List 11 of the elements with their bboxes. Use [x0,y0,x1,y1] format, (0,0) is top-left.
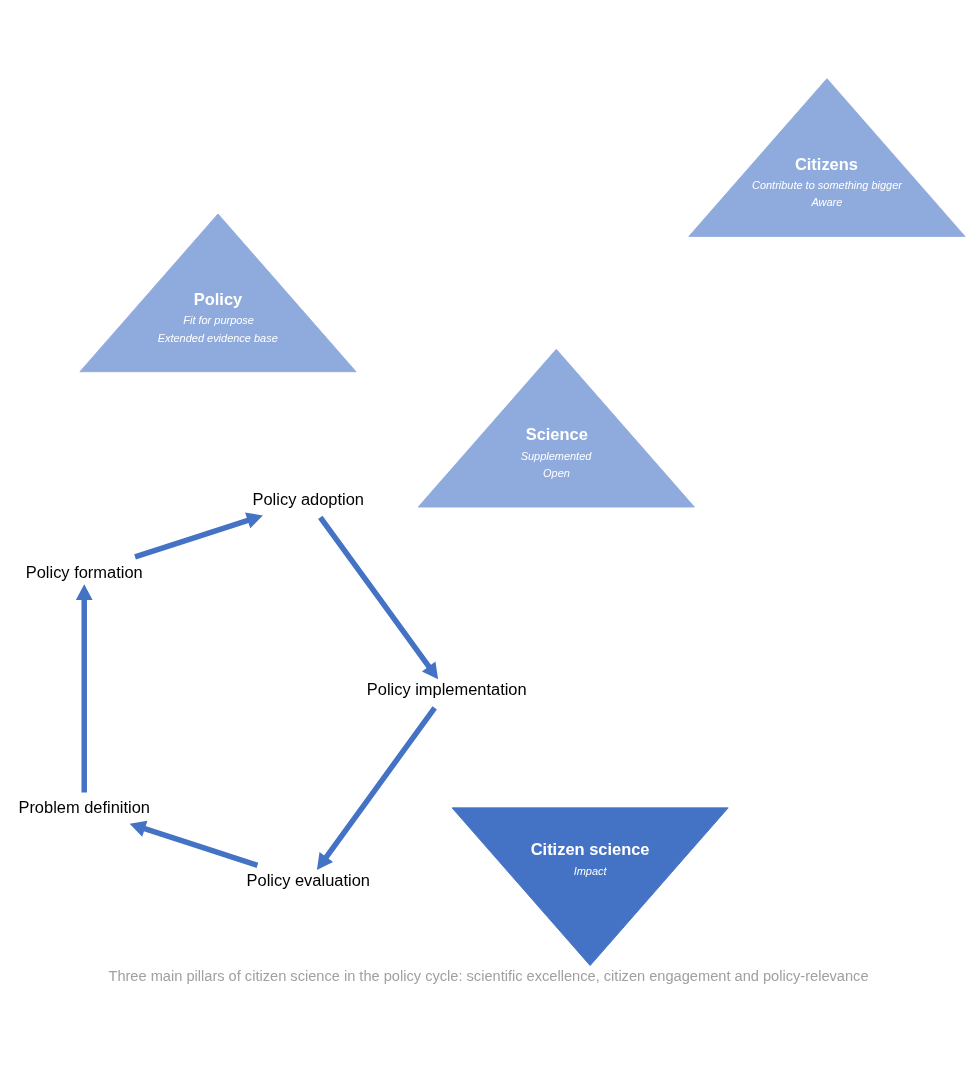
node-text: Policy formation [25,562,143,581]
node-text: Policy implementation [366,680,527,699]
arrow [129,820,259,868]
arrow [75,584,93,793]
arrow [134,512,263,560]
node-text: Policy evaluation [246,870,370,889]
caption: Three main pillars of citizen science in the policy cycle: scientific excellence, citizen engagement and policy-relevance [108,967,869,984]
node-text: Policy adoption [252,489,364,508]
arrow [316,706,437,870]
node-text: Problem definition [18,798,151,817]
arrow [318,515,439,680]
